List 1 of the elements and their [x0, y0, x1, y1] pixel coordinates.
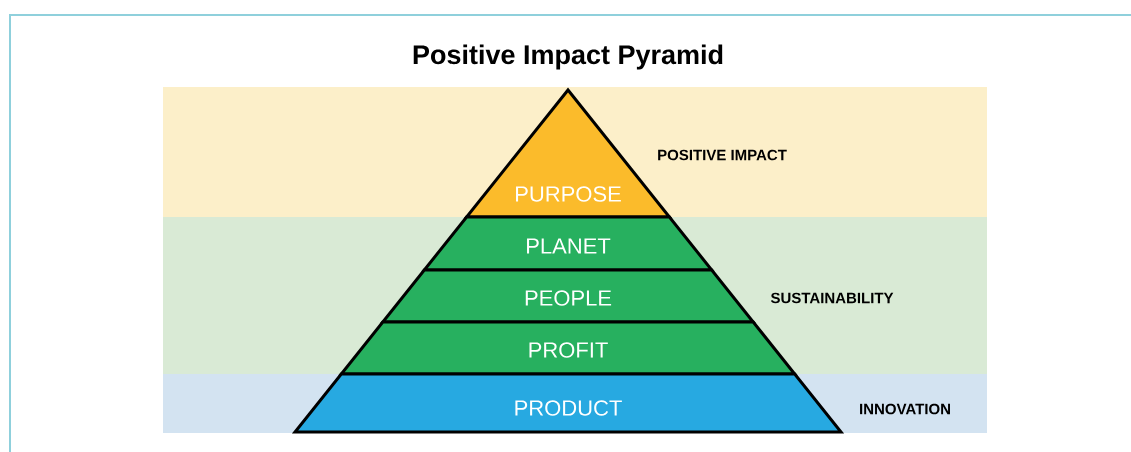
title: Positive Impact Pyramid: [413, 44, 723, 70]
